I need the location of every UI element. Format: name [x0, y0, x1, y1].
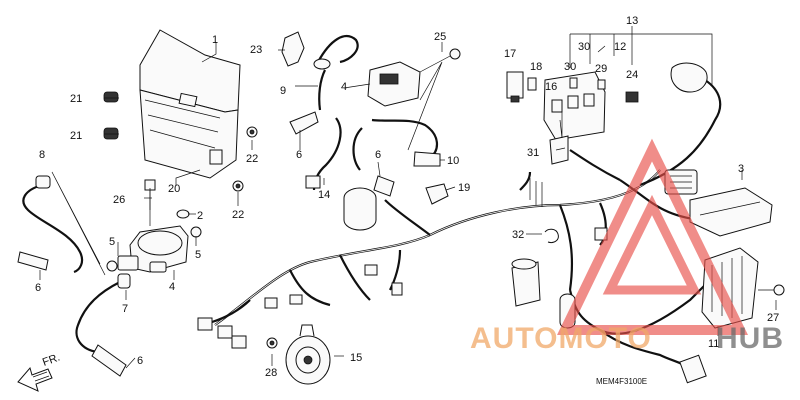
callout-30-lower: 30 [564, 61, 576, 73]
callout-10: 10 [447, 155, 459, 167]
callout-22-upper: 22 [246, 153, 258, 165]
relay-17 [506, 71, 524, 103]
callout-13: 13 [626, 15, 638, 27]
ignition-control-module [139, 29, 241, 179]
cylinder-part [343, 187, 377, 231]
bolt-28 [266, 337, 278, 349]
starter-relay [511, 258, 541, 307]
callout-25: 25 [434, 31, 446, 43]
spark-plug-lead-8 [22, 175, 84, 274]
callout-4-coil: 4 [169, 281, 175, 293]
spark-plug-lead-7 [75, 273, 131, 354]
bolt-25 [419, 48, 461, 73]
connector-10 [413, 151, 441, 167]
callout-23: 23 [250, 44, 262, 56]
callout-30-upper: 30 [578, 41, 590, 53]
callout-31: 31 [527, 147, 539, 159]
callout-5-right: 5 [195, 249, 201, 261]
washer-2 [176, 209, 190, 219]
callout-14: 14 [318, 189, 330, 201]
clamp-32 [544, 228, 559, 243]
callout-22-lower: 22 [232, 209, 244, 221]
fuse-lead-6-mid [289, 111, 319, 135]
grommet-21-upper [103, 91, 119, 103]
plug-cap-6-left [17, 251, 49, 271]
callout-1: 1 [212, 34, 218, 46]
cover-31 [549, 135, 569, 165]
callout-6-upper: 6 [296, 149, 302, 161]
nut-5-right [190, 226, 202, 238]
callout-6-left: 6 [35, 282, 41, 294]
watermark-logo: AUTOMOTO HUB [470, 138, 784, 355]
fuse-18 [527, 77, 537, 91]
wire-14 [305, 117, 438, 191]
callout-12: 12 [614, 41, 626, 53]
grommet-21-lower [103, 127, 119, 140]
drawing-code: MEM4F3100E [596, 377, 647, 386]
callout-9: 9 [280, 85, 286, 97]
callout-28: 28 [265, 367, 277, 379]
bolt-22-lower [232, 180, 244, 192]
fuse-29 [597, 79, 606, 90]
wire-9 [313, 35, 359, 111]
callout-15: 15 [350, 352, 362, 364]
callout-32: 32 [512, 229, 524, 241]
fuse-box-16 [543, 71, 606, 141]
callout-27: 27 [767, 312, 779, 324]
callout-29: 29 [595, 63, 607, 75]
callout-17: 17 [504, 48, 516, 60]
bolt-22-upper [246, 126, 258, 138]
fuse-24 [625, 91, 639, 103]
watermark-text-hub: HUB [716, 322, 784, 355]
clip-23 [281, 31, 305, 67]
callout-3: 3 [738, 163, 744, 175]
callout-numbers: 1 2 3 4 4 5 5 6 6 6 6 7 8 9 10 11 12 13 … [35, 15, 779, 379]
callout-6-mid: 6 [375, 149, 381, 161]
callout-16: 16 [545, 81, 557, 93]
callout-7: 7 [122, 303, 128, 315]
callout-5-left: 5 [109, 236, 115, 248]
callout-26: 26 [113, 194, 125, 206]
relay-4-upper [367, 61, 421, 107]
callout-2: 2 [197, 210, 203, 222]
sensor-6-mid [373, 175, 395, 197]
watermark-text-automoto: AUTOMOTO [470, 322, 652, 355]
callout-20: 20 [168, 183, 180, 195]
callout-21-lower: 21 [70, 130, 82, 142]
clip-19 [425, 183, 449, 205]
fuse-30-a [569, 77, 578, 89]
cap-13 [670, 62, 708, 93]
plug-cap-6-bottom [91, 344, 127, 377]
callout-11: 11 [708, 338, 719, 350]
nut-5-left [106, 260, 118, 272]
front-arrow: FR. [17, 351, 62, 392]
watermark-triangle [557, 138, 749, 335]
front-arrow-label: FR. [41, 351, 62, 368]
callout-19: 19 [458, 182, 470, 194]
callout-24: 24 [626, 69, 638, 81]
ignition-coil [117, 179, 189, 273]
callout-21-upper: 21 [70, 93, 82, 105]
horn-15 [285, 324, 331, 385]
callout-6-bottom: 6 [137, 355, 143, 367]
bolt-27 [758, 284, 785, 296]
callout-4-relay: 4 [341, 81, 347, 93]
callout-18: 18 [530, 61, 542, 73]
control-unit-3 [689, 187, 773, 237]
callout-8: 8 [39, 149, 45, 161]
